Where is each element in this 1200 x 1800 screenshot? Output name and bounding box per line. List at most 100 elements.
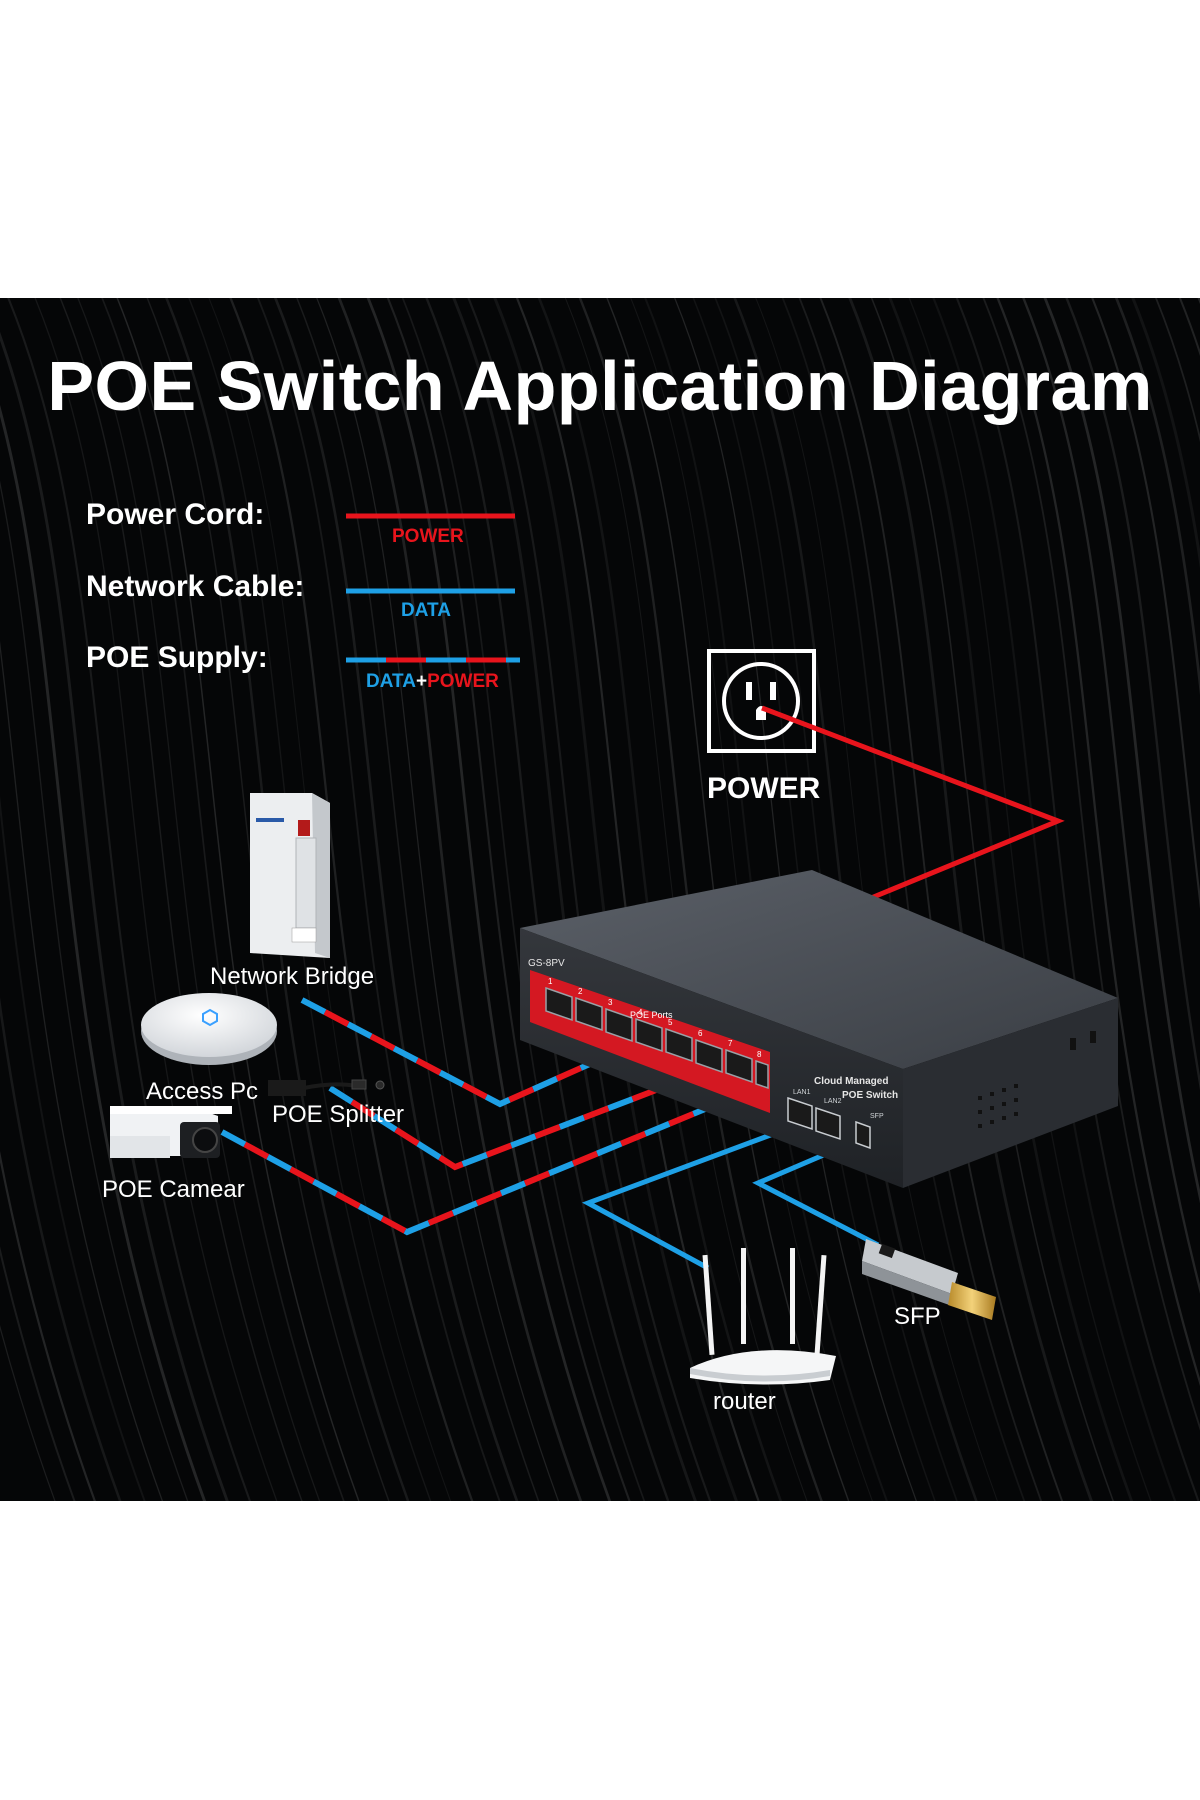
port-number: 8 [757,1050,762,1059]
sfp-module-icon [862,1239,996,1320]
legend-plus: + [415,671,428,692]
router-icon [690,1248,836,1385]
background-streak [452,298,698,1501]
switch-model-label: GS-8PV [528,958,565,969]
background-streak [296,298,540,1501]
poe-port-group [545,986,769,1090]
poe-splitter-icon [268,1079,385,1096]
background-streak [425,298,670,1501]
background-streak [644,298,889,1501]
port-number: 3 [608,998,613,1007]
port-number: 2 [578,987,583,996]
power-cord [761,705,1065,913]
poe-camera-label: POE Camear [102,1176,245,1203]
background-streak [0,331,229,1501]
switch-title-top: Cloud Managed [814,1076,888,1087]
background-streak [692,298,936,1501]
background-streak [467,298,712,1501]
background-streak [888,298,1134,1501]
access-point-icon [141,993,277,1065]
diagram-title: POE Switch Application Diagram [47,347,1153,425]
background-streak [578,298,823,1501]
background-streak [0,795,146,1501]
background-streak [932,298,1177,1501]
background-streak [1131,298,1200,569]
background-streak [515,298,760,1501]
background-streak [908,298,1152,1501]
background-streak [1154,298,1200,443]
diagram-graphics: GS-8PV POE Ports Cloud Managed POE Switc… [110,513,1118,1385]
background-streak [755,298,999,1501]
power-outlet-label: POWER [707,772,821,805]
legend-power-cord-label: Power Cord: [86,498,265,531]
legend-power-text: POWER [392,526,464,547]
network-bridge-icon [250,793,330,958]
background-streak [1022,298,1200,1294]
background-streak [0,1246,76,1501]
diagram-panel: POE Switch Application Diagram Power Cor… [0,298,1200,1501]
port-number-labels: 1 2 3 4 5 6 7 8 [548,977,762,1059]
background-streak [848,298,1094,1501]
background-streak [493,298,739,1501]
background-streak [1065,298,1200,1091]
background-streak [401,298,646,1501]
background-streak [0,405,207,1501]
uplink-2-label: LAN2 [824,1098,842,1105]
background-streak [316,298,560,1501]
poe-ports-label: POE Ports [630,1010,673,1020]
legend-power-part: POWER [427,671,499,692]
background-streak [1091,298,1200,910]
port-number: 7 [728,1039,733,1048]
background-streak [7,298,252,1501]
background-streak [0,480,189,1501]
background-streak [0,640,164,1501]
switch-vents [978,1031,1096,1128]
background-streak [606,298,850,1501]
network-bridge-label: Network Bridge [210,963,375,990]
router-cable [581,1121,801,1271]
background-streak [819,298,1064,1501]
background-streak [77,298,321,1501]
background-streak [673,298,918,1501]
background-streak [0,1150,97,1501]
router-label: router [713,1388,776,1415]
background-streak [59,298,303,1501]
background-streak [714,298,958,1501]
port-number: 1 [548,977,553,986]
background-streak [870,298,1115,1501]
legend-data-text: DATA [401,600,451,621]
sfp-port-label: SFP [870,1113,884,1120]
legend-data-power-text: DATA+POWER [366,671,499,693]
background-streak [537,298,783,1501]
background-streak [256,298,501,1501]
port-number: 4 [638,1008,643,1017]
poe-cables [220,997,729,1236]
background-streak [337,298,583,1501]
background-streak [146,298,390,1501]
poe-camera-icon [110,1106,232,1158]
legend-poe-supply-label: POE Supply: [86,641,268,674]
background-streak [366,298,612,1501]
sfp-label: SFP [894,1303,941,1330]
background-streak [1114,298,1200,696]
background-streak [996,298,1200,1387]
background-streak [101,298,345,1501]
background-streak [630,298,873,1501]
port-number: 5 [668,1018,673,1027]
legend-network-cable-label: Network Cable: [86,570,305,603]
port-number: 6 [698,1029,703,1038]
switch-title-bottom: POE Switch [842,1090,898,1101]
background-streak [0,996,122,1501]
poe-splitter-label: POE Splitter [272,1101,405,1128]
background-streak [1043,298,1200,1204]
power-outlet-icon [707,649,816,753]
legend-data-part: DATA [366,671,416,692]
background-streak [116,298,360,1501]
legend-lines [346,513,520,663]
poe-switch-icon: GS-8PV POE Ports Cloud Managed POE Switc… [520,870,1118,1188]
uplink-ports [787,1096,871,1150]
access-point-label: Access Pc [146,1078,259,1105]
background-streak [34,298,278,1501]
background-streak [982,298,1200,1431]
background-streak [733,298,978,1501]
